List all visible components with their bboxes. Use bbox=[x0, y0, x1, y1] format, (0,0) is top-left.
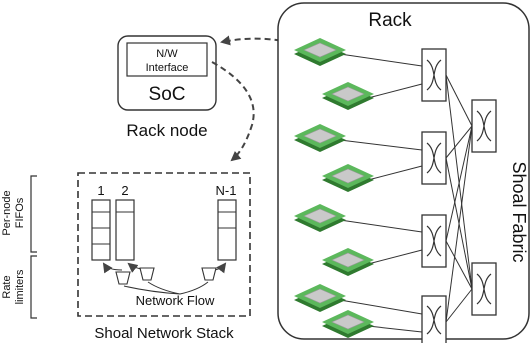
fabric-links bbox=[445, 74, 473, 323]
fifo-side-label-line1: Per-node bbox=[1, 190, 13, 235]
limiter-bracket bbox=[30, 255, 37, 319]
crossbar-switch-icon bbox=[421, 131, 447, 185]
rack-title: Rack bbox=[368, 10, 412, 31]
rack-node-caption: Rack node bbox=[126, 121, 207, 140]
crossbar-switch-icon bbox=[471, 262, 497, 316]
crossbar-switch-icon bbox=[421, 295, 447, 343]
limiter-side-label-line1: Rate bbox=[1, 275, 13, 298]
crossbar-switch-icon bbox=[421, 48, 447, 102]
shoal-fabric-label: Shoal Fabric bbox=[509, 161, 529, 262]
fifo-queue-1 bbox=[91, 199, 111, 261]
crossbar-switch-icon bbox=[421, 214, 447, 268]
rack-to-interface-arrow bbox=[220, 35, 301, 46]
node-links bbox=[339, 53, 423, 333]
fifo-bracket bbox=[30, 175, 37, 253]
network-flow-label: Network Flow bbox=[136, 293, 215, 308]
network-flow-lines bbox=[123, 281, 209, 295]
limiter-arrow-3 bbox=[214, 262, 227, 274]
soc-label: SoC bbox=[149, 84, 186, 105]
network-stack: Per-node FIFOs Rate limiters 1 2 N-1 bbox=[1, 172, 251, 342]
fifo-side-label-line2: FIFOs bbox=[14, 197, 26, 228]
interface-to-stack-arrow bbox=[211, 61, 255, 162]
fifo-queue-n-1 bbox=[217, 199, 237, 261]
fifo-label-2: 2 bbox=[121, 183, 128, 198]
network-stack-caption: Shoal Network Stack bbox=[94, 325, 234, 342]
fifo-label-1: 1 bbox=[97, 183, 104, 198]
rate-limiter-icon bbox=[139, 267, 155, 281]
network-stack-box bbox=[77, 172, 251, 317]
limiter-arrow-1 bbox=[102, 262, 123, 274]
crossbar-switch-icon bbox=[471, 99, 497, 153]
fifo-queue-2 bbox=[115, 199, 135, 261]
rack: Rack Shoal Fabric bbox=[277, 2, 530, 343]
nw-interface-box bbox=[126, 42, 208, 77]
fifo-label-n-1: N-1 bbox=[216, 183, 237, 198]
rate-limiter-icon bbox=[115, 271, 131, 285]
nw-interface-label-line1: N/W bbox=[156, 48, 178, 60]
rate-limiter-icon bbox=[201, 267, 217, 281]
limiter-side-label-line2: limiters bbox=[14, 269, 26, 304]
rack-node: N/W Interface SoC Rack node bbox=[117, 35, 217, 140]
nw-interface-label-line2: Interface bbox=[146, 62, 189, 74]
